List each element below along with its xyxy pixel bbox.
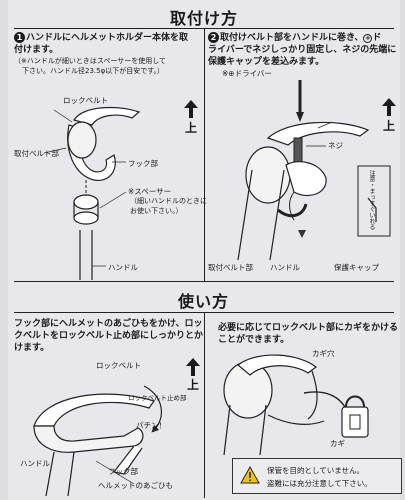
up-arrow-icon [382, 98, 396, 116]
column-divider [204, 28, 205, 281]
step2-line3: 保護キャップを差込みます。 [208, 57, 325, 67]
step1-note: （※ハンドルが細いときはスペーサーを使用して 下さい。ハンドル径23.5φ以下が… [14, 56, 166, 76]
usage-step1-illustration [33, 385, 162, 497]
label-handle: ハンドル [108, 263, 138, 272]
up-label: 上 [382, 119, 395, 133]
label-helmet-strap: ヘルメットのあごひも [98, 481, 173, 490]
usage-step1-line2: クベルトをロックベルト止め部にしっかりとか [14, 331, 204, 341]
step1-line2: 付けます。 [14, 45, 59, 55]
label-driver: ※⊕ドライバー [222, 69, 272, 78]
step1-line1: ハンドルにヘルメットホルダー本体を取 [26, 33, 189, 43]
up-label: 上 [186, 378, 199, 392]
usage-step2-line2: ことができます。 [218, 335, 290, 345]
column-divider [204, 312, 205, 498]
label-lock-stop: ロックベルト止め部 [128, 394, 187, 402]
label-key: カギ [330, 439, 345, 448]
step-number-badge: 2 [208, 32, 219, 43]
up-arrow-icon [184, 100, 198, 118]
section-title-mounting: 取付け方 [170, 9, 239, 28]
usage-step1-line3: けます。 [14, 343, 50, 353]
up-label: 上 [184, 121, 197, 135]
label-handle-usage: ハンドル [20, 459, 50, 468]
label-protect-cap: 保護キャップ [334, 263, 379, 272]
usage-step1-line1: フック部にヘルメットのあごひもをかけ、ロッ [14, 319, 203, 329]
section-title-usage: 使い方 [178, 292, 230, 311]
section-divider [14, 281, 394, 282]
label-handle-2: ハンドル [270, 263, 300, 272]
usage-step2-instruction: 必要に応じてロックベルト部にカギをかける ことができます。 [218, 322, 398, 346]
label-lock-belt-usage: ロックベルト [96, 361, 141, 370]
label-screw: ネジ [328, 141, 343, 150]
label-spacer: ※スペーサー [128, 187, 172, 196]
step2-illustration [237, 80, 391, 261]
label-click: パチン！ [136, 421, 166, 430]
label-lock-belt: ロックベルト [63, 96, 108, 105]
label-mount-belt-2: 取付ベルト部 [208, 263, 253, 272]
step1-note-line2: 下さい。ハンドル径23.5φ以下が目安です。） [22, 67, 165, 75]
label-spacer-note: （細いハンドルのときに お使い下さい。） [130, 196, 207, 216]
usage-step2-illustration [223, 354, 369, 456]
label-caution: 注意・まっすぐいれる [368, 170, 375, 230]
label-hook: フック部 [128, 159, 158, 168]
up-arrow-icon [186, 358, 200, 376]
warning-icon [240, 465, 260, 484]
warning-line1: 保管を目的としていません。 [267, 466, 365, 475]
label-key-hole: カギ穴 [312, 349, 335, 358]
label-mount-belt: 取付ベルト部 [14, 149, 59, 158]
usage-step2-line1: 必要に応じてロックベルト部にカギをかける [218, 323, 399, 333]
step2-line2: ライバーでネジしっかり固定し、ネジの先端に [208, 45, 397, 55]
step-number-badge: 1 [14, 32, 25, 43]
step1-illustration [43, 106, 141, 280]
step2-line1b: ド [372, 33, 382, 43]
step2-line1: 取付けベルト部をハンドルに巻き、 [220, 33, 364, 43]
spacer-note-line1: （細いハンドルのときに [130, 197, 207, 205]
spacer-note-line2: お使い下さい。） [130, 207, 183, 215]
warning-box: 保管を目的としていません。 盗難には充分注意して下さい。 [232, 458, 402, 494]
plus-screw-icon: + [363, 34, 373, 43]
step1-note-line1: （※ハンドルが細いときはスペーサーを使用して [14, 57, 167, 65]
usage-step1-instruction: フック部にヘルメットのあごひもをかけ、ロッ クベルトをロックベルト止め部にしっか… [14, 318, 203, 354]
label-hook-usage: フック部 [108, 467, 138, 476]
warning-line2: 盗難には充分注意して下さい。 [267, 479, 372, 488]
